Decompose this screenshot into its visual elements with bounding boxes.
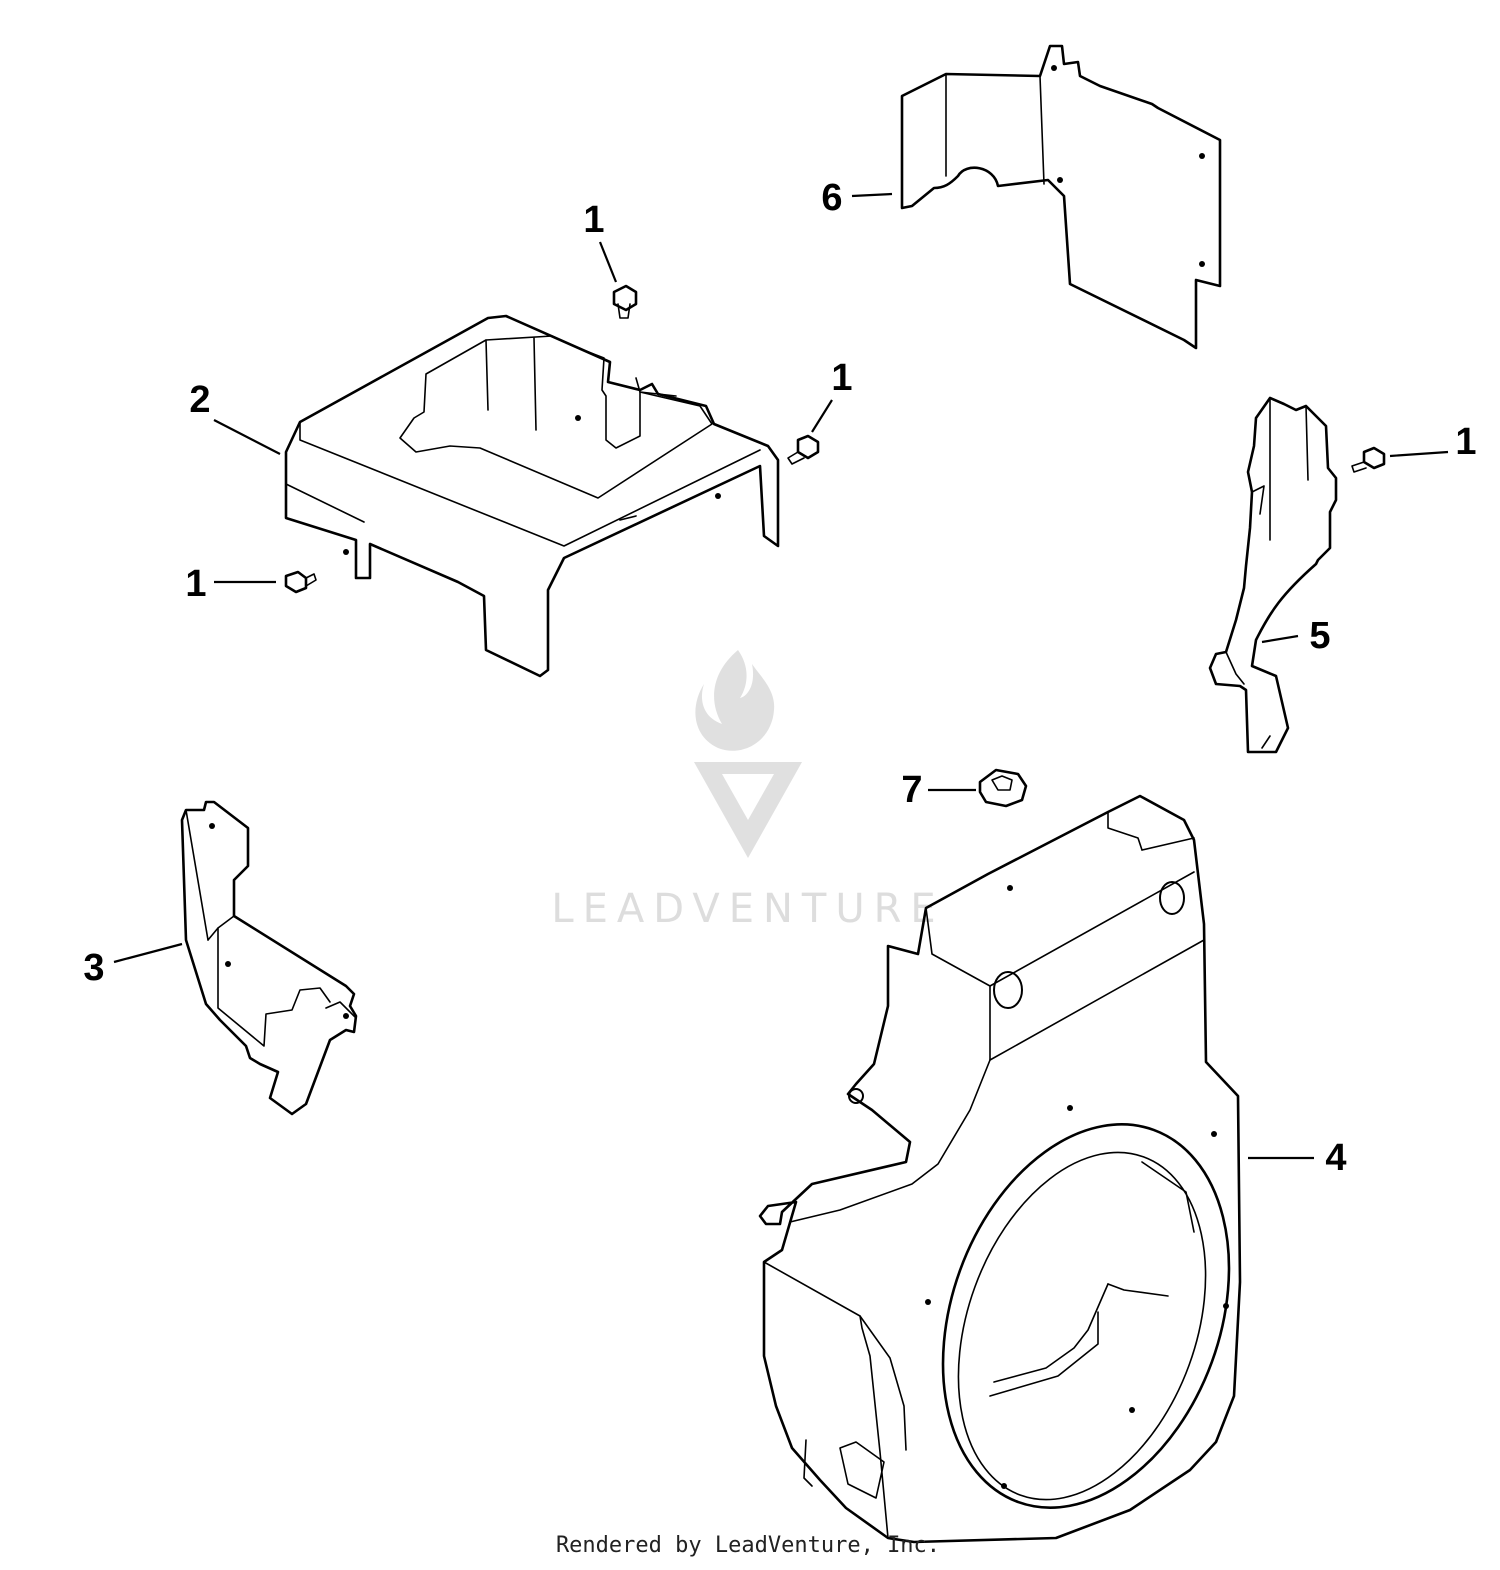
- leader-5: [1261, 634, 1299, 644]
- leader-lines: [113, 192, 1449, 1160]
- callout-3: 3: [83, 947, 104, 989]
- callout-5: 5: [1309, 615, 1330, 657]
- screw-1-far-right: [1351, 446, 1386, 473]
- leader-1-far-right: [1389, 450, 1449, 458]
- callout-6: 6: [821, 177, 842, 219]
- callout-4: 4: [1325, 1137, 1346, 1179]
- callout-2: 2: [189, 379, 210, 421]
- callout-1-top: 1: [583, 199, 604, 241]
- rendered-by-footer: Rendered by LeadVenture, Inc.: [556, 1533, 940, 1558]
- screw-1-top: [612, 284, 638, 319]
- part-3-left-baffle: [180, 800, 358, 1116]
- part-2-cylinder-shroud: [284, 314, 780, 678]
- watermark-text: LEADVENTURE: [551, 886, 944, 932]
- leader-6: [851, 192, 893, 198]
- screw-1-right-of-part2: [787, 434, 820, 465]
- callout-1-right-of-part2: 1: [831, 357, 852, 399]
- screw-1-left: [284, 570, 317, 594]
- callout-1-left: 1: [185, 563, 206, 605]
- part-7-grommet: [978, 768, 1028, 808]
- callout-7: 7: [901, 769, 922, 811]
- leadventure-watermark: LEADVENTURE: [551, 650, 944, 932]
- watermark-v-mark-icon: [694, 762, 802, 858]
- part-5-side-baffle: [1208, 396, 1338, 754]
- callout-1-far-right: 1: [1455, 421, 1476, 463]
- part-6-shroud-plate: [900, 44, 1222, 350]
- leader-1-top: [598, 241, 618, 283]
- leader-1-right-of-part2: [811, 399, 833, 433]
- watermark-flame-icon: [695, 650, 775, 751]
- part-4-blower-housing: [758, 794, 1242, 1544]
- leader-3: [113, 942, 183, 964]
- callout-numbers: 1 1 1 1 2 3 4 5 6 7: [83, 177, 1476, 1179]
- leader-2: [213, 419, 281, 455]
